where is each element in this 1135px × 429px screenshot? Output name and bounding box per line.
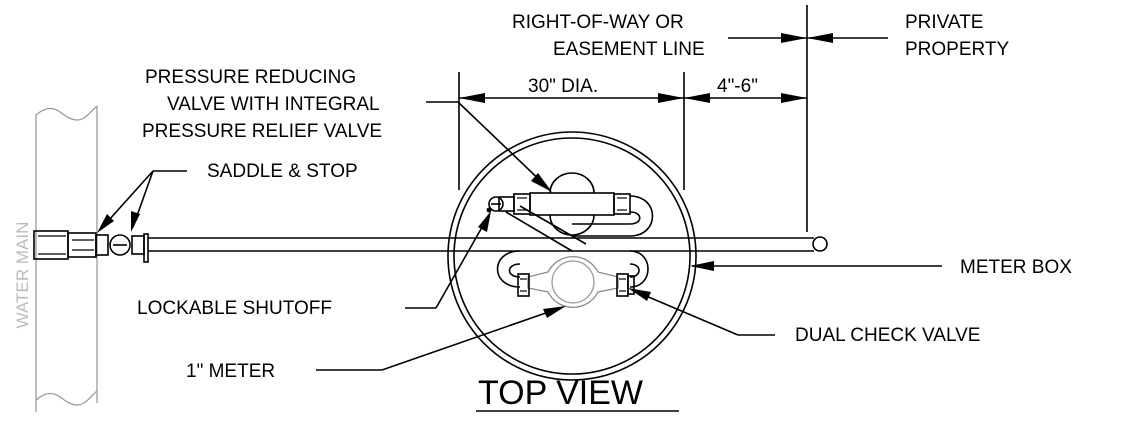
easement-arrows: [728, 33, 888, 43]
prv-label-1: PRESSURE REDUCING: [145, 67, 356, 88]
lockable-shutoff: [486, 196, 515, 213]
leader-dual-check: [628, 288, 775, 336]
meter-box-label: METER BOX: [960, 257, 1072, 278]
private-property-label-2: PROPERTY: [905, 39, 1010, 60]
lockable-shutoff-label: LOCKABLE SHUTOFF: [137, 298, 332, 319]
leader-meter-box: [690, 261, 942, 271]
water-main-label: WATER MAIN: [13, 222, 32, 329]
meter-box: [447, 131, 697, 381]
prv-label-2: VALVE WITH INTEGRAL: [167, 94, 380, 115]
leader-prv: [426, 101, 552, 192]
saddle-stop-label: SADDLE & STOP: [207, 161, 358, 182]
right-of-way-label-2: EASEMENT LINE: [553, 39, 705, 60]
pressure-reducing-valve: [513, 172, 631, 236]
prv-label-3: PRESSURE RELIEF VALVE: [142, 121, 382, 142]
offset-dimension: [684, 93, 807, 103]
meter-label: 1" METER: [186, 361, 275, 382]
view-title: TOP VIEW: [478, 374, 643, 412]
leader-saddle: [97, 170, 187, 233]
offset-label: 4"-6": [717, 76, 758, 97]
right-of-way-label-1: RIGHT-OF-WAY OR: [512, 12, 684, 33]
leader-shutoff: [405, 211, 491, 309]
meter-piping: [496, 195, 654, 288]
service-line: [148, 236, 828, 252]
dual-check-valve-label: DUAL CHECK VALVE: [795, 325, 980, 346]
saddle-and-stop: [33, 230, 149, 263]
diameter-dimension: [459, 93, 684, 103]
diameter-label: 30" DIA.: [528, 76, 598, 97]
water-meter: [517, 256, 635, 308]
leader-meter: [316, 306, 566, 371]
private-property-label-1: PRIVATE: [905, 12, 983, 33]
